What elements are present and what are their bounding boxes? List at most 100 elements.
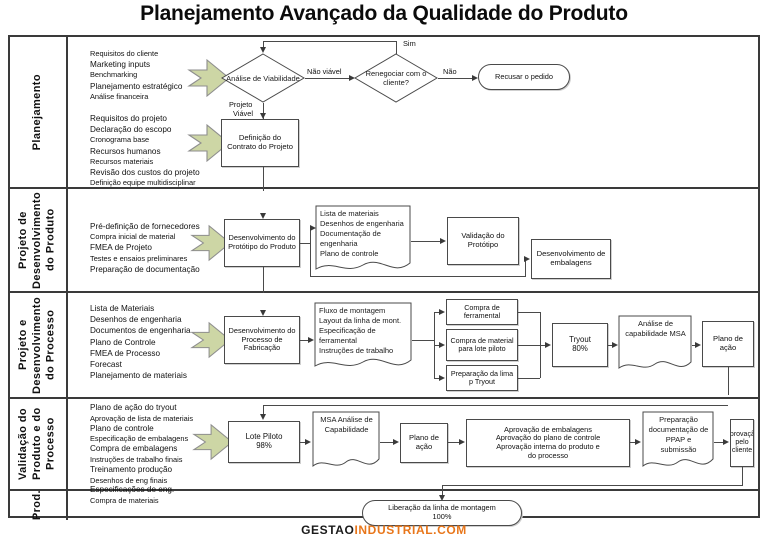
document-saidas-processo[interactable]: Fluxo de montagem Layout da linha de mon… (314, 302, 412, 374)
connector-proto-doc (300, 243, 311, 244)
connector-tryout-msa (608, 345, 614, 346)
arrowhead-icon (723, 438, 729, 445)
swimlane-label-produto: Projeto de Desenvolvimento do Produto (10, 189, 68, 291)
terminator-label-line2: 100% (432, 512, 452, 521)
arrowhead-icon (259, 113, 266, 119)
process-label: Desenvolvimento do Protótipo do Produto (228, 233, 296, 251)
process-aprovacao-pelo-cliente[interactable]: Aprovação pelo cliente (730, 419, 754, 467)
process-label-line4: do processo (527, 450, 569, 460)
process-aprovacoes[interactable]: Aprovação de embalagens Aprovação do pla… (466, 419, 630, 467)
process-label: Definição do Contrato do Projeto (227, 133, 293, 151)
connector-lote-msa (300, 442, 307, 443)
process-label-line1: Aprovação de embalagens (504, 424, 592, 434)
connector-projeto-viavel-3 (263, 103, 264, 119)
document-shape (618, 315, 692, 375)
document-preparacao-ppap[interactable]: Preparação documentação de PPAP e submis… (642, 411, 714, 473)
green-arrow-icon (190, 319, 232, 361)
swimlane-produto: Projeto de Desenvolvimento do Produto Pr… (10, 189, 758, 293)
process-preparacao-linha-tryout[interactable]: Preparação da lima p Tryout (446, 365, 518, 391)
document-label: Preparação documentação de PPAP e submis… (648, 415, 709, 454)
arrowhead-icon (259, 310, 266, 316)
swimlane-label-producao: Prod. (10, 490, 68, 521)
process-desenvolvimento-fabricacao[interactable]: Desenvolvimento do Processo de Fabricaçã… (224, 316, 300, 364)
process-label: Preparação da lima p Tryout (450, 368, 514, 386)
connector-proto-emb-v (310, 243, 311, 276)
inputs-list-validacao: Plano de ação do tryout Aprovação de lis… (90, 403, 194, 506)
connector-branch-ferramental (434, 312, 442, 313)
connector-proto-emb-v2 (525, 259, 526, 277)
diamond-shape (354, 53, 438, 103)
document-shape (312, 411, 380, 473)
edge-label-projeto-viavel-1: Projeto (228, 100, 254, 109)
connector-ferramental-merge (518, 312, 540, 313)
green-arrow-icon (192, 421, 234, 463)
process-tryout[interactable]: Tryout 80% (552, 323, 608, 367)
arrowhead-icon (439, 374, 445, 381)
process-validacao-prototipo[interactable]: Validação do Protótipo (447, 217, 519, 265)
terminator-liberacao-linha[interactable]: Liberação da linha de montagem 100% (362, 500, 522, 526)
inputs-list-processo: Lista de Materiais Desenhos de engenhari… (90, 304, 191, 381)
arrowhead-icon (308, 336, 314, 343)
connector-doc-validacao (411, 241, 442, 242)
process-label-line2: 98% (256, 441, 272, 450)
swimlane-label-planejamento: Planejamento (10, 37, 68, 187)
connector-plano-down (728, 367, 729, 395)
decision-renegociar-cliente[interactable]: Renegociar com o cliente? (354, 53, 438, 103)
arrowhead-icon (259, 47, 266, 53)
connector-proto-doc-v (310, 228, 311, 244)
document-msa-analise-capabilidade[interactable]: MSA Análise de Capabilidade (312, 411, 380, 473)
connector-cliente-down2 (442, 485, 443, 491)
process-plano-acao-validacao[interactable]: Plano de ação (400, 423, 448, 463)
process-label-line2: pelo cliente (731, 438, 753, 455)
decision-analise-viabilidade[interactable]: Análise de Viabilidade (221, 53, 305, 103)
process-label-line1: Lote Piloto (245, 432, 283, 442)
process-desenvolvimento-prototipo[interactable]: Desenvolvimento do Protótipo do Produto (224, 219, 300, 267)
edge-label-nao: Não (442, 67, 458, 76)
connector-sim-up (396, 41, 397, 54)
apqp-flowchart: Planejamento Requisitos do cliente Marke… (8, 35, 760, 526)
process-compra-material-lote-piloto[interactable]: Compra de material para lote piloto (446, 329, 518, 361)
connector-msa-plano (380, 442, 394, 443)
connector-preparacao-merge (518, 378, 540, 379)
connector-cliente-down (742, 467, 743, 485)
arrowhead-icon (393, 438, 399, 445)
process-desenvolvimento-embalagens[interactable]: Desenvolvimento de embalagens (531, 239, 611, 279)
document-saidas-produto[interactable]: Lista de materiais Desenhos de engenhari… (315, 205, 411, 277)
document-shape (314, 302, 412, 374)
decision-label: Renegociar com o cliente? (365, 69, 427, 87)
document-label: Lista de materiais Desenhos de engenhari… (320, 209, 404, 258)
process-label: Validação do Protótipo (461, 231, 505, 249)
terminator-recusar-pedido[interactable]: Recusar o pedido (478, 64, 570, 90)
process-definicao-contrato[interactable]: Definição do Contrato do Projeto (221, 119, 299, 167)
process-lote-piloto[interactable]: Lote Piloto 98% (228, 421, 300, 463)
edge-label-nao-viavel: Não viável (306, 67, 343, 76)
document-analise-capabilidade-msa[interactable]: Análise de capabilidade MSA (618, 315, 692, 375)
connector-sim-down (263, 41, 264, 48)
process-label: Plano de ação (409, 433, 439, 451)
diamond-shape (221, 53, 305, 103)
footer-logo-accent: INDUSTRIAL.COM (354, 523, 467, 537)
connector-proto-emb-h (310, 276, 526, 277)
process-plano-acao-processo[interactable]: Plano de ação (702, 321, 754, 367)
inputs-list-produto: Pré-definição de fornecedores Compra ini… (90, 222, 200, 274)
footer-logo: GESTAOINDUSTRIAL.COM (0, 523, 768, 537)
swimlane-planejamento: Planejamento Requisitos do cliente Marke… (10, 37, 758, 191)
connector-plano-aprovacoes (448, 442, 460, 443)
decision-label: Análise de Viabilidade (226, 73, 300, 83)
process-label-line2: Aprovação do plano de controle (495, 433, 601, 443)
connector-doc-branch-h (412, 340, 434, 341)
process-label-line1: Tryout (569, 335, 591, 345)
process-label: Desenvolvimento de embalagens (536, 249, 606, 267)
arrowhead-icon (545, 341, 551, 348)
connector-branch-material (434, 345, 442, 346)
connector-aprovacoes-ppap (630, 442, 636, 443)
swimlane-label-validacao: Validação do Produto e do Processo (10, 399, 68, 489)
process-compra-ferramental[interactable]: Compra de ferramental (446, 299, 518, 325)
process-label: Compra de ferramental (463, 302, 501, 320)
terminator-label-line1: Liberação da linha de montagem (388, 503, 496, 513)
arrowhead-icon (612, 341, 618, 348)
swimlane-validacao: Validação do Produto e do Processo Plano… (10, 399, 758, 505)
arrowhead-icon (439, 341, 445, 348)
connector-branch-preparacao (434, 378, 442, 379)
arrowhead-icon (440, 237, 446, 244)
